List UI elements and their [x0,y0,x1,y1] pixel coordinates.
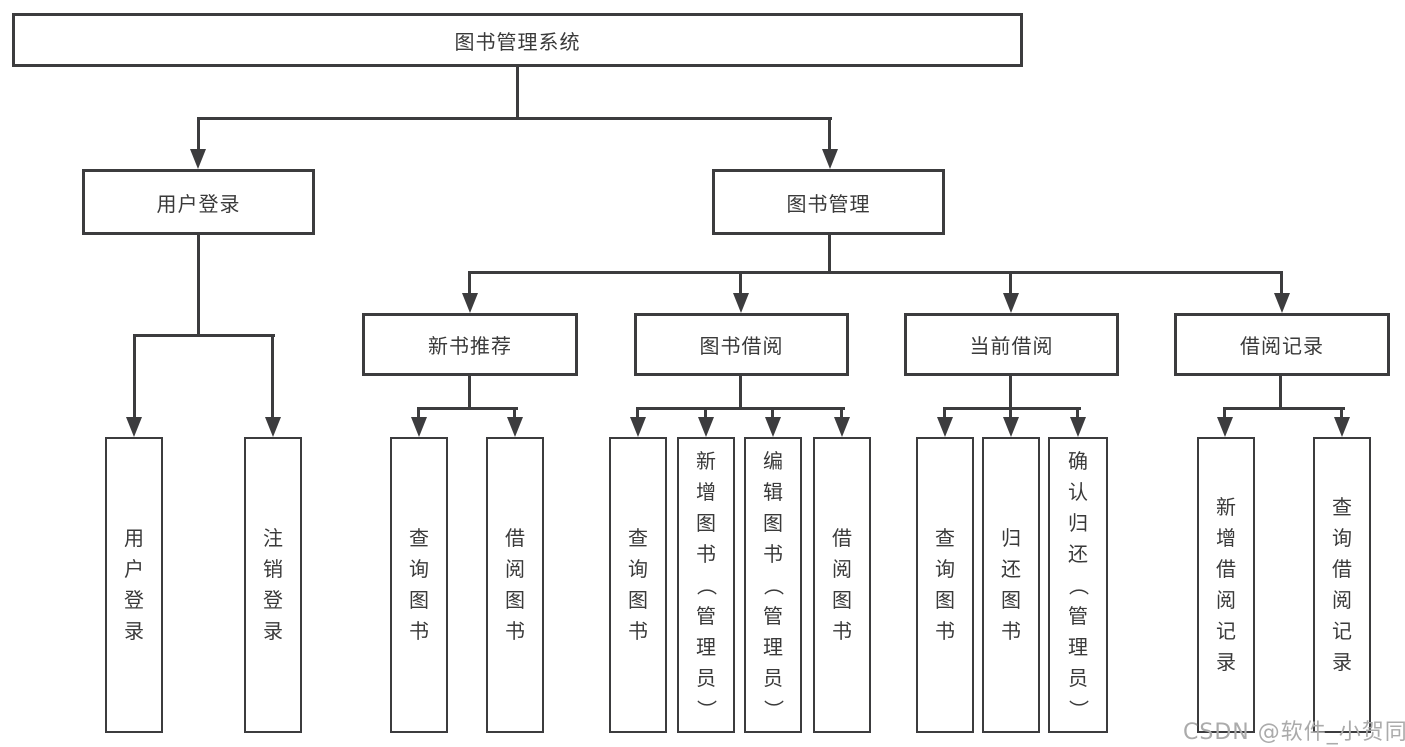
connector-new-book-stub [468,375,471,409]
connector-current-borrow-rail [943,407,1081,410]
connector-leaf-drop [1009,407,1012,419]
connector-book-borrow-drop [739,271,742,295]
watermark-text: CSDN @软件_小贺同学 [1183,720,1405,745]
connector-book-borrow-stub [739,375,742,409]
connector-user-login-stub [197,234,200,337]
arrowhead-leaf-return-books [1003,417,1019,437]
leaf-borrow-books-label: 借阅图书 [832,526,852,643]
arrowhead-borrow-records [1274,293,1290,313]
leaf-borrow-books: 借阅图书 [813,437,871,733]
connector-borrow-records-rail [1223,407,1345,410]
node-library-management-system: 图书管理系统 [12,13,1023,67]
node-borrow-records-label: 借阅记录 [1240,334,1324,358]
node-user-login-label: 用户登录 [156,191,241,216]
arrowhead-leaf-edit-books-admin [765,417,781,437]
connector-leaf-drop [771,407,774,419]
connector-root-stub [516,67,519,118]
arrowhead-leaf-confirm-return [1070,417,1086,437]
connector-book-borrow-rail [636,407,845,410]
leaf-return-books-label: 归还图书 [1001,526,1021,643]
connector-user-login-drop [197,117,200,151]
node-book-management-label: 图书管理 [786,191,871,216]
leaf-query-books-current-label: 查询图书 [935,526,955,643]
leaf-return-books: 归还图书 [982,437,1040,733]
arrowhead-leaf-add-books-admin [698,417,714,437]
leaf-add-books-admin: 新增图书（管理员） [677,437,735,733]
connector-leaf-logout-drop [271,334,274,419]
arrowhead-book-borrow [733,293,749,313]
arrowhead-leaf-query-books-1 [411,417,427,437]
arrowhead-new-book [462,293,478,313]
arrowhead-leaf-query-books-2 [630,417,646,437]
connector-borrow-records-stub [1279,375,1282,409]
leaf-edit-books-admin-label: 编辑图书（管理员） [761,448,786,720]
arrowhead-leaf-query-books-3 [937,417,953,437]
arrowhead-user-login [190,149,206,169]
arrowhead-leaf-logout [265,417,281,437]
leaf-user-login-label: 用户登录 [124,526,144,643]
connector-book-management-drop [828,117,831,151]
leaf-query-books-recommend: 查询图书 [390,437,448,733]
leaf-query-borrow-record: 查询借阅记录 [1313,437,1371,733]
connector-leaf-drop [704,407,707,419]
node-book-management: 图书管理 [712,169,945,235]
node-borrow-records: 借阅记录 [1174,313,1390,376]
connector-new-book-rail [417,407,518,410]
leaf-query-books-borrow: 查询图书 [609,437,667,733]
connector-leaf-drop [636,407,639,419]
connector-current-borrow-drop [1009,271,1012,295]
leaf-add-borrow-record: 新增借阅记录 [1197,437,1255,733]
arrowhead-leaf-add-borrow-record [1217,417,1233,437]
leaf-logout: 注销登录 [244,437,302,733]
leaf-add-borrow-record-label: 新增借阅记录 [1216,495,1236,674]
leaf-query-books-recommend-label: 查询图书 [409,526,429,643]
node-new-book-recommend: 新书推荐 [362,313,578,376]
node-current-borrow-label: 当前借阅 [969,334,1054,358]
connector-leaf-drop [1223,407,1226,419]
connector-borrow-records-drop [1280,271,1283,295]
connector-level3-rail [468,271,1283,274]
leaf-confirm-return-admin-label: 确认归还（管理员） [1066,448,1091,720]
connector-leaf-drop [943,407,946,419]
arrowhead-current-borrow [1003,293,1019,313]
arrowhead-leaf-borrow-books-2 [834,417,850,437]
connector-level2-rail [197,117,832,120]
connector-leaf-drop [513,407,516,419]
leaf-query-books-borrow-label: 查询图书 [628,526,648,643]
node-book-borrow: 图书借阅 [634,313,849,376]
leaf-user-login: 用户登录 [105,437,163,733]
node-current-borrow: 当前借阅 [904,313,1119,376]
leaf-borrow-books-recommend: 借阅图书 [486,437,544,733]
connector-leaf-drop [417,407,420,419]
connector-leaf-drop [1340,407,1343,419]
connector-user-login-rail [133,334,275,337]
connector-leaf-drop [840,407,843,419]
arrowhead-leaf-query-borrow-record [1334,417,1350,437]
node-book-borrow-label: 图书借阅 [699,334,784,358]
node-library-management-system-label: 图书管理系统 [454,29,581,54]
leaf-confirm-return-admin: 确认归还（管理员） [1048,437,1108,733]
connector-new-book-drop [468,271,471,295]
connector-leaf-user-login-drop [133,334,136,419]
leaf-query-borrow-record-label: 查询借阅记录 [1332,495,1352,674]
leaf-add-books-admin-label: 新增图书（管理员） [694,448,719,720]
node-new-book-recommend-label: 新书推荐 [428,334,512,358]
leaf-edit-books-admin: 编辑图书（管理员） [744,437,802,733]
leaf-query-books-current: 查询图书 [916,437,974,733]
connector-current-borrow-stub [1009,375,1012,409]
connector-book-management-stub [828,234,831,274]
arrowhead-leaf-user-login [126,417,142,437]
connector-leaf-drop [1076,407,1079,419]
arrowhead-leaf-borrow-books-1 [507,417,523,437]
leaf-logout-label: 注销登录 [263,526,283,643]
leaf-borrow-books-recommend-label: 借阅图书 [505,526,525,643]
node-user-login: 用户登录 [82,169,315,235]
arrowhead-book-management [822,149,838,169]
